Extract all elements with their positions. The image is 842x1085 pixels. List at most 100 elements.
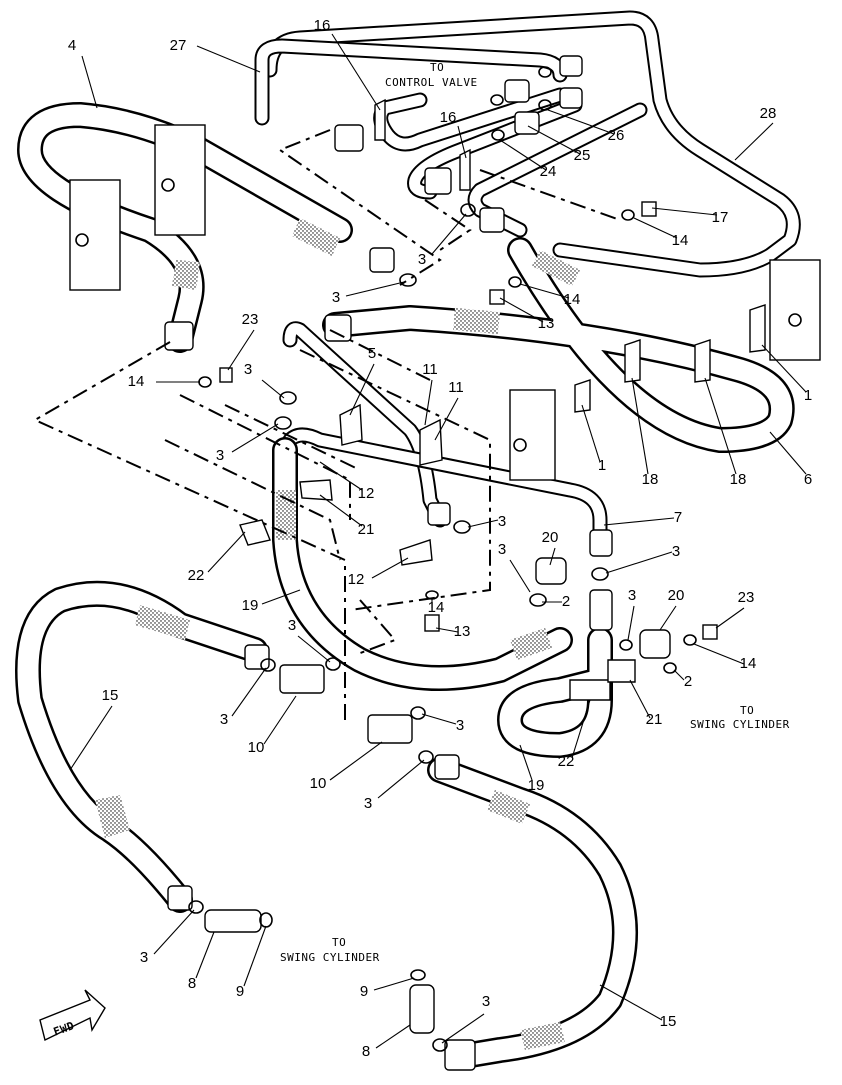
leader-line [207, 531, 246, 573]
note-to: TO [332, 936, 346, 949]
callout-number: 10 [248, 739, 265, 756]
callout-number: 15 [102, 687, 119, 704]
callout-8: 8 [188, 931, 215, 992]
callout-number: 20 [542, 529, 559, 546]
leader-line [231, 423, 279, 453]
callout-3: 3 [364, 759, 425, 812]
tube-28 [262, 10, 801, 278]
callout-number: 3 [456, 717, 464, 734]
leader-line [69, 705, 113, 771]
callout-9: 9 [236, 925, 267, 1000]
callout-1: 1 [761, 344, 812, 404]
callout-16: 16 [440, 109, 467, 159]
callout-number: 9 [360, 983, 368, 1000]
leader-line [195, 931, 215, 979]
leader-line [441, 1013, 485, 1044]
hose-19 [272, 437, 613, 758]
leader-line [769, 431, 807, 475]
leader-line [734, 122, 774, 161]
callout-number: 3 [482, 993, 490, 1010]
note-to-swing-cylinder-right: TO SWING CYLINDER [690, 704, 789, 731]
callout-14: 14 [693, 643, 757, 672]
callout-21: 21 [629, 679, 662, 728]
leader-line [499, 297, 544, 323]
note-to-control-valve: TO CONTROL VALVE [385, 61, 478, 89]
callout-number: 2 [684, 673, 692, 690]
callout-19: 19 [519, 744, 544, 794]
leader-line [467, 519, 499, 528]
callout-14: 14 [633, 217, 688, 249]
callout-number: 11 [448, 379, 464, 396]
mount-block [69, 124, 821, 481]
callout-18: 18 [704, 377, 747, 488]
callout-number: 23 [242, 311, 259, 328]
callout-number: 3 [288, 617, 296, 634]
leader-line [261, 589, 301, 605]
callout-number: 5 [368, 345, 376, 362]
fwd-arrow: FWD [39, 989, 106, 1042]
leader-line [509, 559, 531, 593]
callout-27: 27 [170, 37, 261, 73]
callout-17: 17 [651, 207, 728, 226]
callout-number: 21 [358, 521, 375, 538]
leader-line [263, 695, 297, 745]
leader-line [499, 139, 547, 171]
leader-line [629, 679, 651, 719]
callout-23: 23 [227, 311, 259, 371]
callout-13: 13 [435, 623, 470, 640]
callout-14: 14 [428, 598, 445, 616]
callout-number: 4 [68, 37, 76, 54]
clamps [239, 98, 766, 701]
callout-number: 18 [730, 471, 747, 488]
leader-line [627, 605, 635, 641]
tube-7 [282, 427, 608, 548]
callout-number: 1 [804, 387, 812, 404]
callout-number: 6 [804, 471, 812, 488]
note-control-valve: CONTROL VALVE [385, 76, 478, 89]
callout-number: 14 [740, 655, 757, 672]
callout-number: 10 [310, 775, 327, 792]
leader-line [693, 643, 745, 665]
fittings [164, 55, 671, 1071]
callout-3: 3 [332, 281, 405, 306]
leader-line [424, 379, 433, 426]
callout-number: 3 [498, 513, 506, 530]
leader-line [435, 627, 459, 633]
note-to-swing-cylinder-bottom: TO SWING CYLINDER [280, 936, 379, 964]
callout-14: 14 [128, 373, 200, 390]
callout-19: 19 [242, 589, 301, 614]
callout-11: 11 [422, 361, 438, 426]
callout-13: 13 [499, 297, 554, 332]
leader-line [659, 605, 677, 631]
callout-8: 8 [362, 1024, 411, 1060]
hose-4 [17, 102, 353, 353]
callout-3: 3 [216, 423, 279, 464]
callout-9: 9 [360, 977, 415, 1000]
callout-3: 3 [441, 993, 490, 1044]
callout-4: 4 [68, 37, 98, 109]
leader-line [599, 984, 663, 1021]
callout-number: 11 [422, 361, 438, 378]
callout-1: 1 [581, 404, 606, 474]
callout-number: 3 [364, 795, 372, 812]
callout-3: 3 [220, 667, 267, 728]
leader-line [331, 33, 381, 111]
callout-number: 8 [362, 1043, 370, 1060]
callout-11: 11 [434, 379, 464, 441]
callout-number: 24 [540, 163, 557, 180]
callout-3: 3 [421, 713, 464, 734]
callout-number: 8 [188, 975, 196, 992]
leader-line [761, 344, 807, 393]
callout-3: 3 [418, 213, 467, 268]
callout-number: 14 [428, 599, 445, 616]
leader-line [631, 377, 649, 475]
callout-28: 28 [734, 105, 776, 161]
callout-3: 3 [244, 361, 285, 399]
leader-line [345, 281, 405, 297]
tube-5-12 [282, 321, 448, 528]
callout-26: 26 [547, 109, 624, 144]
hose-15-left [15, 580, 268, 913]
leader-line [571, 699, 591, 759]
callout-12: 12 [348, 557, 409, 588]
callout-number: 18 [642, 471, 659, 488]
